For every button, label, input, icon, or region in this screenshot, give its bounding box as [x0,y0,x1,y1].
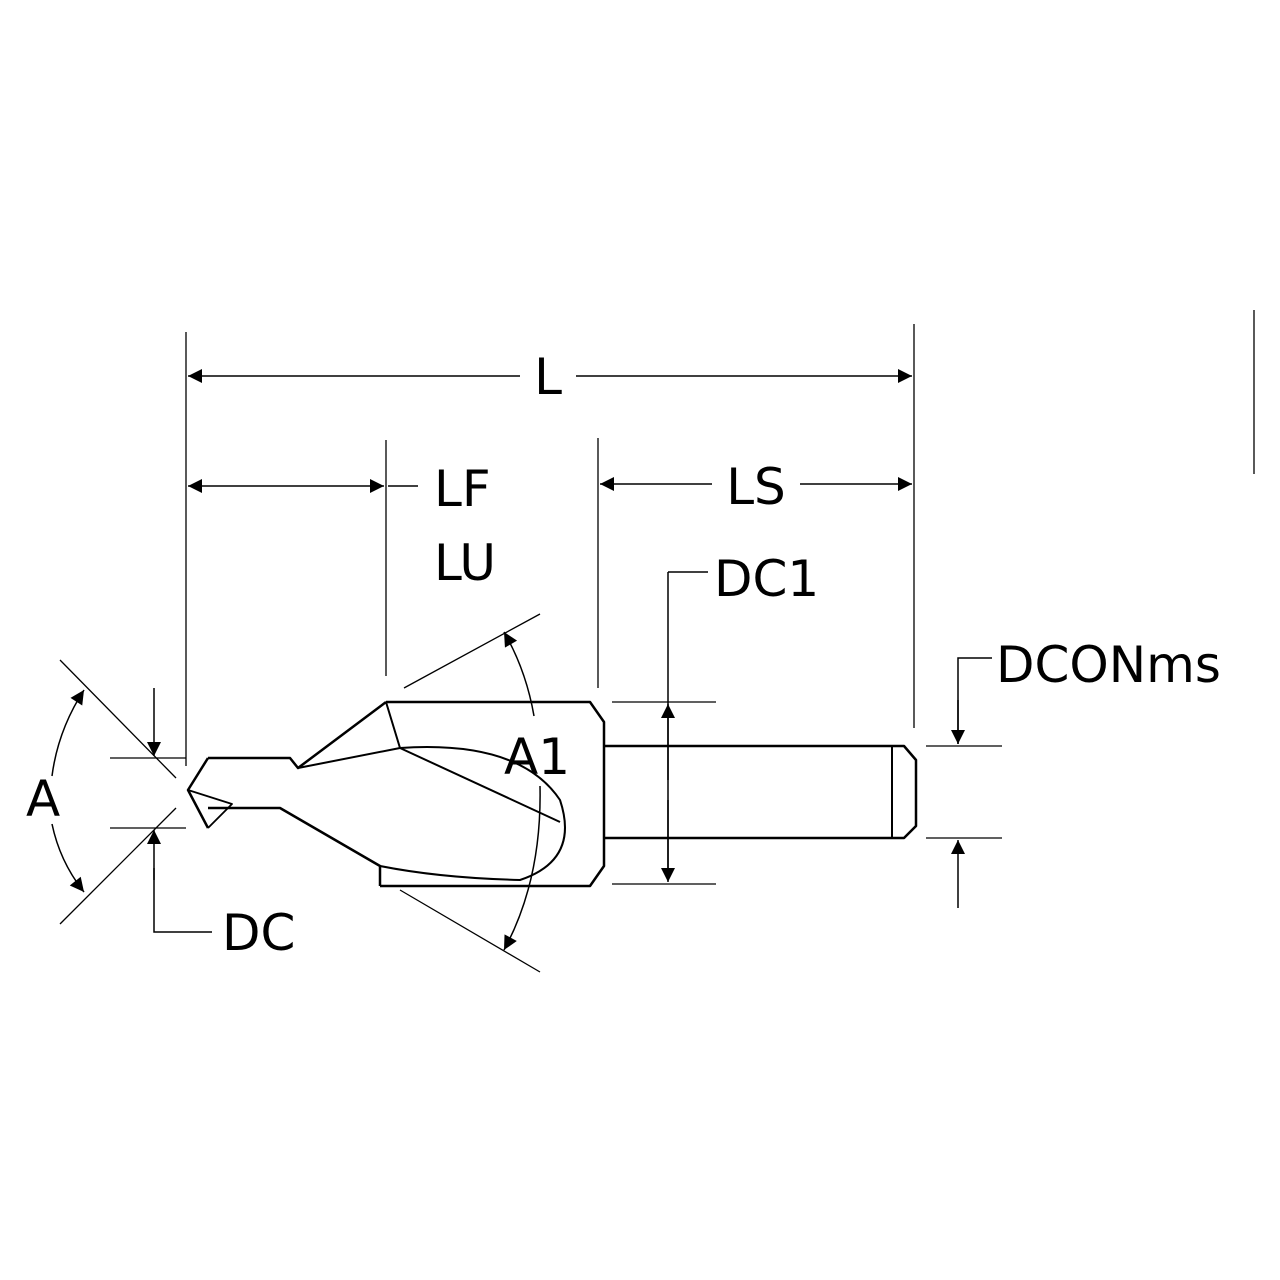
extension-lines [59,310,1255,973]
tip-detail [187,789,233,829]
cone-lower-edge [208,806,382,886]
shank [604,744,918,840]
label-LS: LS [726,458,786,516]
label-A1: A1 [504,728,570,786]
cutter-body [380,700,606,888]
dim-A1-arc-bottom [503,785,541,951]
label-DC: DC [222,904,295,962]
label-DC1: DC1 [714,550,819,608]
dimension-labels: L LF LU LS DC1 DCONms A A1 DC [26,348,1221,962]
flute-curve [297,746,566,881]
dim-A1-arc-top [503,631,535,717]
cone-upper-edge [208,701,387,770]
label-DCONms: DCONms [996,636,1221,694]
dim-A-arc-top [51,689,85,777]
label-LF: LF [434,460,491,518]
dimension-lines [51,369,992,951]
dim-A-arc-bottom [51,823,85,893]
label-A: A [26,770,60,828]
label-L: L [534,348,562,406]
tool-outline [186,700,918,888]
label-LU: LU [434,534,496,592]
